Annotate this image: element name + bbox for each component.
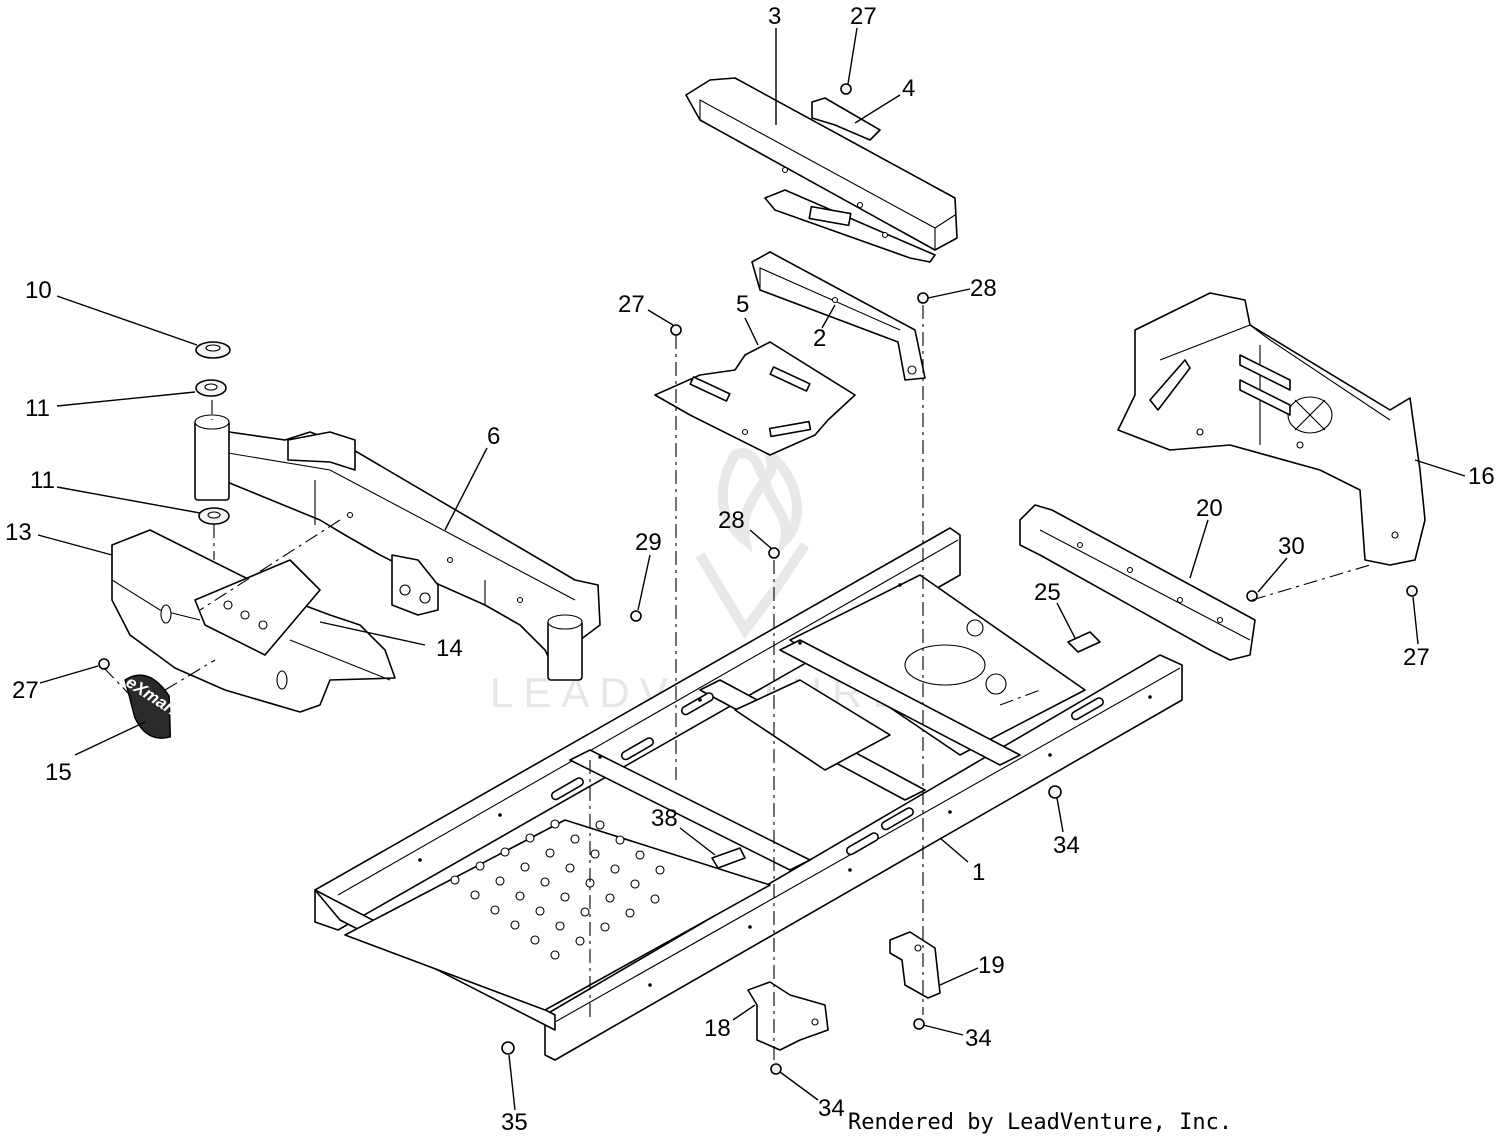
callout-25: 25 <box>1034 579 1061 606</box>
part-25-decal <box>1067 631 1101 653</box>
callout-35: 35 <box>501 1109 528 1136</box>
part-16-rear-housing <box>1117 292 1426 566</box>
callout-38: 38 <box>651 805 678 832</box>
callout-10: 10 <box>25 277 52 304</box>
leader-lines <box>37 27 1466 1111</box>
callouts: 3 27 4 10 11 11 13 6 14 27 15 27 5 2 28 … <box>5 3 1495 1136</box>
callout-28: 28 <box>970 275 997 302</box>
callout-11: 11 <box>30 467 55 494</box>
callout-3: 3 <box>768 3 781 30</box>
callout-34: 34 <box>818 1095 845 1122</box>
part-15-emblem: eXmark <box>123 672 186 739</box>
callout-11: 11 <box>25 395 50 422</box>
part-10-bearing <box>195 341 231 359</box>
part-11-spacer-bottom <box>198 507 230 525</box>
callout-30: 30 <box>1278 533 1305 560</box>
part-20-rear-bar <box>1019 504 1256 661</box>
callout-27: 27 <box>618 291 645 318</box>
part-19-bracket <box>889 931 941 999</box>
callout-28: 28 <box>718 507 745 534</box>
part-4-strap <box>811 97 881 141</box>
render-credit: Rendered by LeadVenture, Inc. <box>848 1110 1232 1135</box>
callout-5: 5 <box>736 291 749 318</box>
fasteners <box>98 83 1418 1075</box>
callout-15: 15 <box>45 759 72 786</box>
callout-29: 29 <box>635 529 662 556</box>
callout-13: 13 <box>5 519 32 546</box>
callout-19: 19 <box>978 952 1005 979</box>
callout-2: 2 <box>813 325 826 352</box>
alignment-lines <box>103 305 1371 1060</box>
part-3-upper-bracket <box>685 77 958 263</box>
callout-4: 4 <box>902 75 915 102</box>
callout-14: 14 <box>436 635 463 662</box>
part-6-front-axle <box>194 414 601 681</box>
part-18-bracket <box>747 981 829 1051</box>
callout-20: 20 <box>1196 495 1223 522</box>
part-2-lower-bracket <box>751 251 926 381</box>
callout-27: 27 <box>850 3 877 30</box>
callout-16: 16 <box>1468 463 1495 490</box>
floor-perforations <box>450 819 665 960</box>
callout-27: 27 <box>12 677 39 704</box>
callout-1: 1 <box>972 859 985 886</box>
callout-27: 27 <box>1403 644 1430 671</box>
callout-18: 18 <box>704 1015 731 1042</box>
callout-6: 6 <box>487 423 500 450</box>
callout-34: 34 <box>1053 832 1080 859</box>
part-5-plate <box>654 341 856 456</box>
part-13-bumper-cover <box>111 529 396 713</box>
part-11-spacer-top <box>195 379 227 397</box>
callout-34: 34 <box>965 1025 992 1052</box>
